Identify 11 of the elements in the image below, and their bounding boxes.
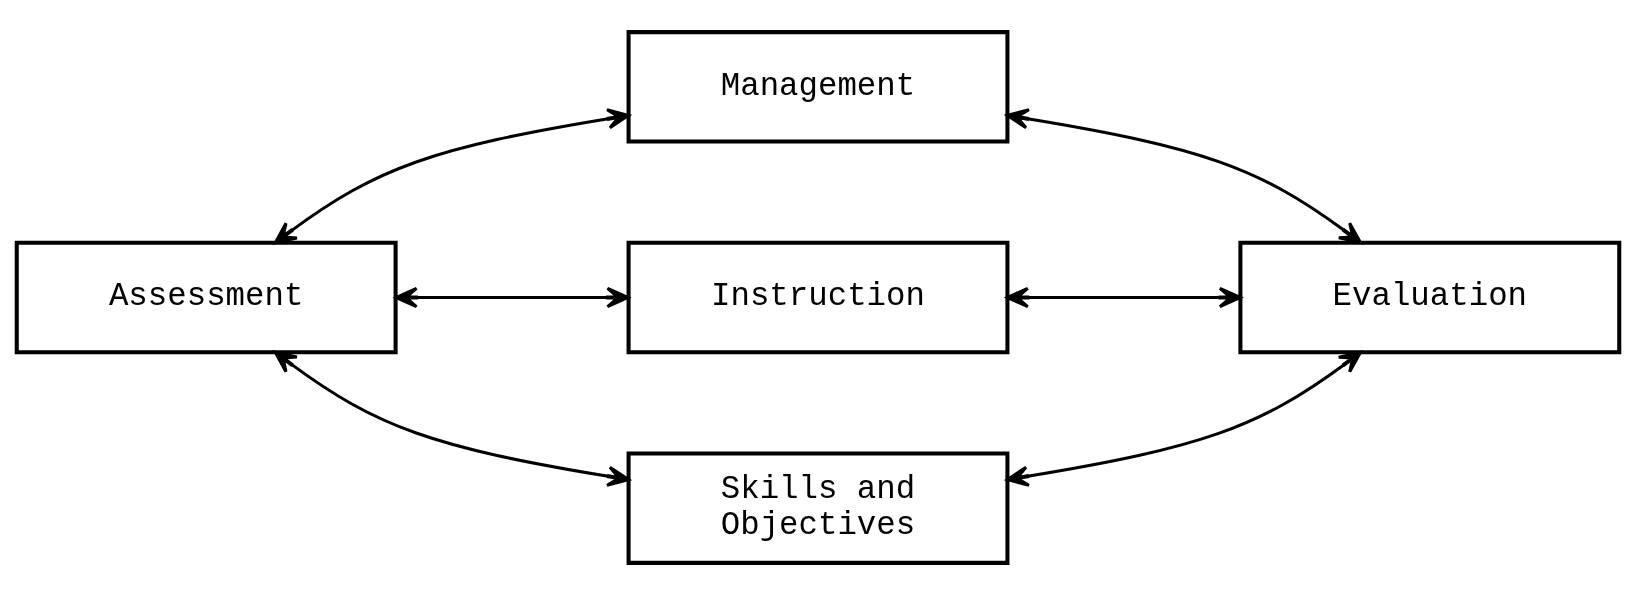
node-box: Assessment [14, 240, 398, 355]
node-box: Evaluation [1238, 240, 1622, 355]
arrow [1005, 108, 1362, 245]
arrow [394, 286, 630, 309]
node-box: Instruction [626, 240, 1010, 355]
node-box: Skills and Objectives [626, 451, 1010, 565]
arrow [1005, 350, 1362, 487]
node-box: Management [626, 30, 1010, 144]
arrow [273, 108, 630, 245]
arrow [273, 350, 630, 487]
arrow [1005, 286, 1242, 309]
